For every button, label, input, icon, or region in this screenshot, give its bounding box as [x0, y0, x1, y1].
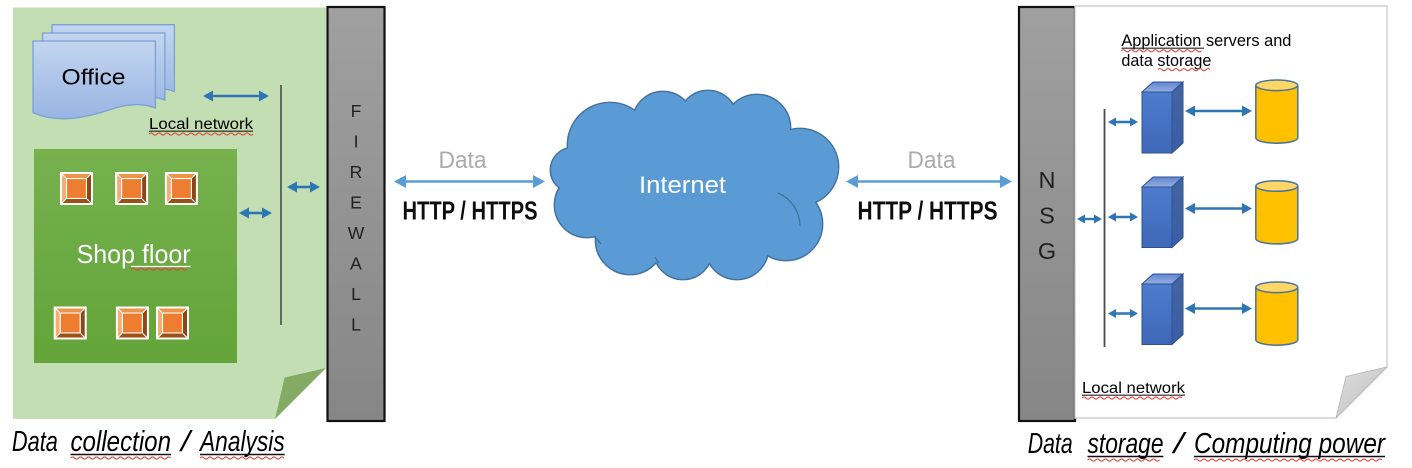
svg-text:Local network: Local network	[149, 116, 253, 133]
svg-text:Internet: Internet	[639, 172, 726, 199]
svg-text:Shop floor: Shop floor	[77, 239, 191, 269]
svg-text:F: F	[351, 101, 362, 121]
svg-text:L: L	[351, 315, 361, 335]
svg-text:E: E	[350, 193, 362, 213]
svg-text:HTTP / HTTPS: HTTP / HTTPS	[858, 196, 998, 226]
svg-text:Computing power: Computing power	[1194, 428, 1386, 460]
svg-text:Data: Data	[439, 147, 488, 174]
svg-text:storage: storage	[1088, 428, 1164, 460]
svg-text:Data: Data	[12, 426, 58, 458]
svg-text:S: S	[1039, 203, 1055, 229]
svg-text:Analysis: Analysis	[198, 426, 284, 458]
svg-text:/: /	[1171, 428, 1187, 460]
svg-text:Office: Office	[62, 65, 126, 90]
svg-text:Local network: Local network	[1082, 380, 1185, 397]
svg-text:W: W	[348, 223, 365, 243]
svg-text:I: I	[354, 132, 359, 152]
svg-text:G: G	[1038, 238, 1056, 264]
svg-text:L: L	[351, 284, 361, 304]
svg-text:A: A	[350, 254, 362, 274]
svg-text:Data: Data	[908, 147, 957, 174]
svg-text:data storage: data storage	[1121, 51, 1211, 70]
svg-text:HTTP / HTTPS: HTTP / HTTPS	[403, 196, 538, 226]
svg-text:collection: collection	[71, 426, 172, 458]
svg-text:R: R	[350, 162, 363, 182]
svg-text:/: /	[179, 426, 194, 458]
svg-text:Application servers and: Application servers and	[1121, 31, 1291, 50]
svg-text:Data: Data	[1028, 428, 1073, 460]
svg-text:N: N	[1039, 167, 1056, 193]
